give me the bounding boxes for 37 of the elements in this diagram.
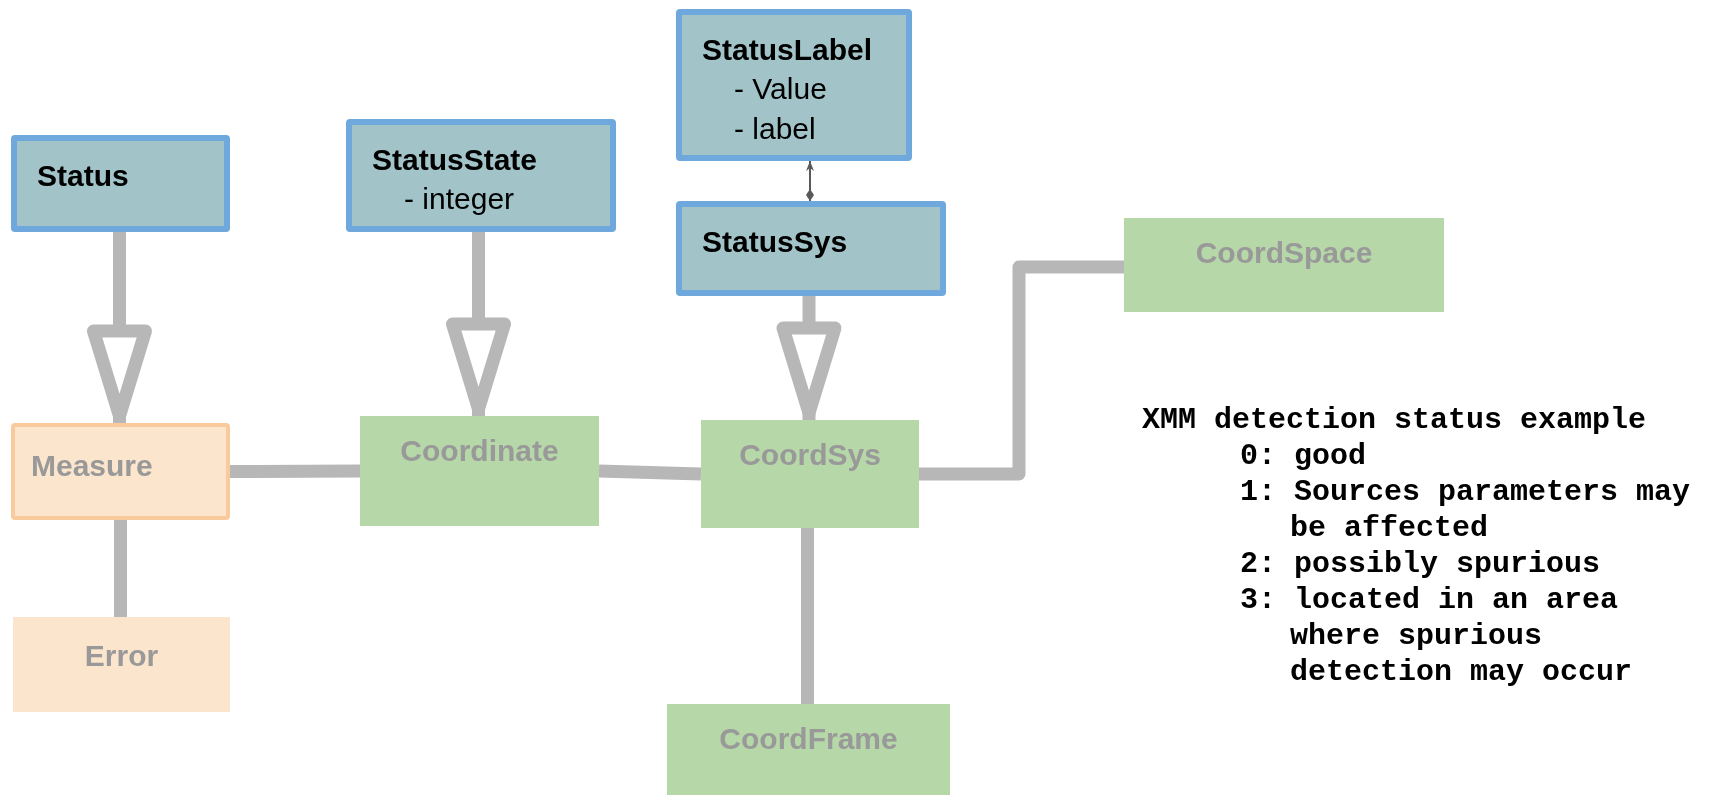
class-box: [360, 416, 599, 526]
arrow: [87, 232, 152, 423]
note-item: 2: possibly spurious: [1239, 546, 1602, 582]
class-box: [676, 201, 946, 296]
attribute-text: - Value: [733, 71, 827, 107]
class-box: [346, 119, 616, 232]
connector-line: [114, 520, 127, 617]
class-box: [701, 420, 919, 528]
class-box: [11, 135, 230, 232]
class-name: CoordSpace: [1195, 235, 1373, 271]
connector-line: [229, 464, 361, 478]
class-name: Coordinate: [400, 433, 559, 469]
class-box: [11, 423, 230, 520]
attribute-text: - integer: [403, 181, 515, 217]
connector-line: [598, 464, 702, 481]
class-name: StatusState: [372, 142, 538, 178]
class-box: [1124, 218, 1444, 312]
note-heading: XMM detection status example: [1142, 402, 1648, 438]
arrow: [446, 232, 511, 416]
class-name: CoordSys: [739, 437, 881, 473]
arrow: [806, 160, 814, 202]
class-name: StatusSys: [702, 224, 848, 260]
attribute-text: - label: [733, 111, 816, 147]
note-item: 1: Sources parameters may be affected: [1239, 474, 1692, 546]
connector-line: [919, 260, 1124, 481]
class-name: StatusLabel: [702, 32, 873, 68]
note-item: 3: located in an area where spurious detection may occur: [1239, 582, 1634, 690]
connector-line: [801, 528, 814, 704]
class-box: [667, 704, 950, 795]
class-box: [676, 9, 912, 161]
class-name: CoordFrame: [719, 721, 898, 757]
note-item: 0: good: [1239, 438, 1368, 474]
arrow: [776, 296, 842, 420]
class-name: Error: [84, 638, 159, 674]
class-name: Status: [37, 158, 129, 194]
class-name: Measure: [31, 448, 153, 484]
class-box: [13, 617, 230, 712]
